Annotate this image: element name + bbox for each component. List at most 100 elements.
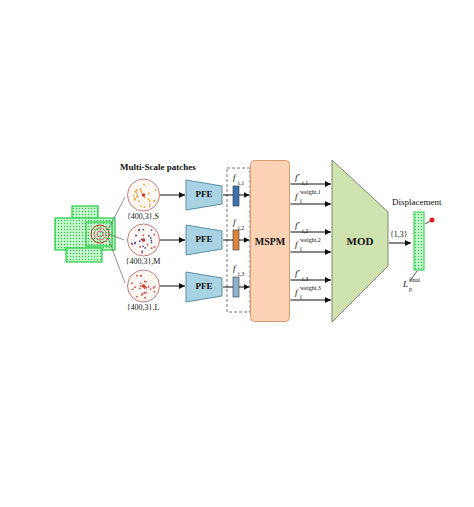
feature-bar [233,230,239,250]
patch-point [152,287,154,289]
patch-circle: {400,3},S [125,179,162,222]
node-text: MOD [347,235,374,247]
displacement-points [414,212,424,270]
node-text: {400,3},L [125,304,162,313]
patch-center [141,284,145,288]
patch-point [135,234,137,236]
point-cloud [55,206,115,262]
patch-point [139,285,141,287]
patch-point [138,200,140,202]
label-heading: Multi-Scale patches [120,163,196,172]
feature-index: i,3 [238,271,244,277]
feature-symbol: f′ [295,269,299,278]
block-outline [332,160,388,322]
patch-point [153,200,155,202]
patch-point [146,244,148,246]
patch-rings [91,225,109,243]
node-text: MSPM [255,236,286,247]
patch-point [136,275,138,277]
ring [97,231,103,237]
patch-point [147,198,149,200]
encoder-block: PFE [186,272,222,302]
connector-arrow [160,286,185,287]
connector-arrow [160,195,185,196]
patch-point [134,242,136,244]
patch-center [141,238,145,242]
patch-point [142,229,144,231]
patch-center [141,193,145,197]
output-label: Displacement [392,198,441,207]
block-outline [186,180,222,210]
cloud-part [55,218,115,250]
patch-point [145,281,147,283]
patch-point [154,189,156,191]
feature-index: i [300,198,302,204]
patch-point [134,243,136,245]
patch-point [153,286,155,288]
module-box: MSPM [250,160,290,322]
connector-arrow [291,184,332,185]
patch-point [149,288,151,290]
feature-symbol: f′ [295,173,299,182]
patch-point [150,239,152,241]
patch-point [148,200,150,202]
loss-index: p [409,286,412,292]
patch-points [130,229,154,254]
patch-points [131,275,156,299]
loss-symbol: L [403,280,408,289]
patch-point [134,286,136,288]
patch-point [132,195,134,197]
patch-point [142,245,144,247]
patch-point [140,275,142,277]
block-outline [186,225,222,255]
feature-index: i,1 [302,180,308,186]
patch-outline [127,270,159,302]
patch-circle: {400,3},L [125,270,162,313]
target-point [430,218,435,223]
patch-point [153,200,155,202]
cloud-part [66,248,102,262]
fan-line [108,238,125,283]
patch-point [134,199,136,201]
feature-bar [233,186,239,206]
patch-point [143,280,145,282]
patch-point [142,234,144,236]
patch-point [145,292,147,294]
patch-point [150,247,152,249]
feature-index: i [300,246,302,252]
patch-point [143,206,145,208]
patch-circle: {400,3},M [124,224,163,267]
node-text: PFE [196,235,213,245]
shape-label: {1,3} [390,231,408,239]
patch-point [131,282,133,284]
patch-point [135,235,137,237]
patch-point [136,195,138,197]
displacement-vector [425,221,430,224]
connector-arrow [291,232,332,233]
node-text: {400,3},M [124,258,163,267]
node-text: PFE [196,282,213,292]
node-outline [125,179,162,211]
feature-index: weight,2 [300,237,321,243]
patch-point [131,288,133,290]
fan-line [108,197,125,230]
patch-point [144,297,146,299]
output-arrow [389,243,411,244]
feature-index: i,2 [302,228,308,234]
loss-index: final [409,277,420,283]
feature-symbol: f [233,173,236,182]
node-outline [124,224,163,256]
patch-point [147,235,149,237]
patch-point [138,229,140,231]
connector-arrow [291,204,332,205]
patch-point [139,275,141,277]
patch-point [147,286,149,288]
decoder-block: MOD [332,160,388,322]
connector-arrow [291,300,332,301]
patch-point [138,240,140,242]
connector-arrow [291,252,332,253]
feature-index: i,1 [238,180,244,186]
